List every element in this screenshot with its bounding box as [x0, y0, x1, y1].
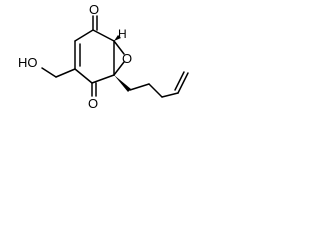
epoxide-bonds: [113, 40, 125, 76]
ring-bonds: [74, 29, 115, 84]
ketone-oxygen-bottom-label: O: [88, 96, 98, 111]
carbonyl-bonds: [91, 15, 98, 97]
hydroxymethyl-label: HO: [18, 55, 38, 70]
pentenyl-chain: [114, 71, 189, 98]
stereo-wedge-hydrogen: [114, 35, 121, 41]
ketone-oxygen-top-label: O: [89, 2, 99, 17]
chemical-structure: O O O H HO: [18, 2, 189, 111]
hydroxymethyl-group: [41, 67, 76, 78]
stereo-hydrogen-label: H: [118, 27, 127, 41]
stereo-wedge-chain: [114, 75, 131, 92]
epoxide-oxygen-label: O: [122, 51, 132, 66]
